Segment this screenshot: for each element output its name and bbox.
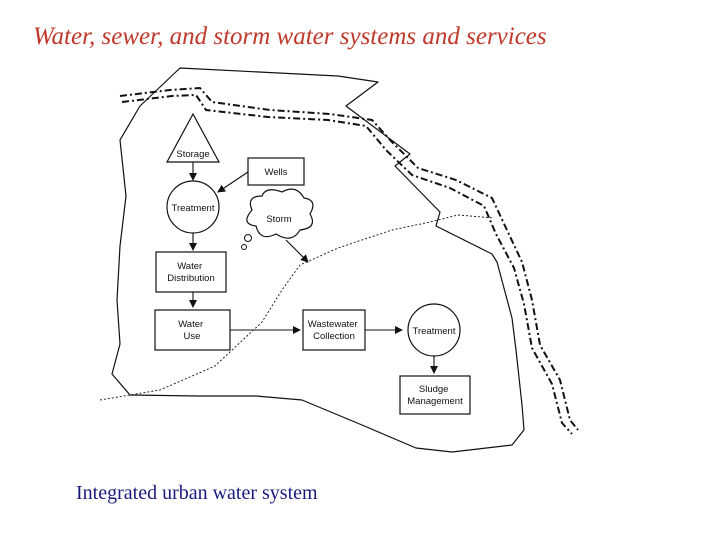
sludge-management-label-line2: Management	[407, 396, 463, 407]
storage-label: Storage	[176, 149, 209, 160]
wastewater-treatment-label: Treatment	[413, 326, 456, 337]
water-distribution-node	[155, 251, 227, 293]
diagram-caption: Integrated urban water system	[76, 482, 318, 504]
arrow-storm-to-city	[285, 239, 309, 263]
watershed-line	[99, 214, 495, 401]
storm-cloud	[246, 188, 314, 239]
wastewater-collection-label-line2: Collection	[313, 331, 355, 342]
water-distribution-label-line1: Water	[177, 261, 202, 272]
sludge-management-node	[399, 375, 471, 415]
wastewater-collection-label-line1: Wastewater	[308, 319, 358, 330]
sludge-management-label-line1: Sludge	[419, 384, 449, 395]
wells-label: Wells	[264, 167, 287, 178]
slide-title: Water, sewer, and storm water systems an…	[33, 23, 547, 50]
storm-bubble-large	[244, 234, 252, 242]
wastewater-treatment-node	[407, 303, 461, 357]
storm-label: Storm	[266, 214, 291, 225]
water-treatment-label: Treatment	[172, 203, 215, 214]
storm-bubble-small	[241, 244, 247, 250]
water-use-node	[154, 309, 231, 351]
wastewater-collection-node	[302, 309, 366, 351]
wastewater-collection-label: Wastewater Collection	[308, 319, 360, 342]
river	[119, 86, 579, 435]
arrow-wells-to-treatment	[217, 171, 249, 193]
storage-node	[165, 112, 221, 163]
water-use-label-line2: Use	[184, 331, 201, 342]
water-distribution-label: Water Distribution	[167, 261, 215, 284]
water-treatment-node	[166, 180, 220, 234]
water-distribution-label-line2: Distribution	[167, 273, 215, 284]
sludge-management-label: Sludge Management	[407, 384, 463, 407]
water-use-label-line1: Water	[178, 319, 203, 330]
city-boundary	[111, 67, 525, 453]
wells-node	[247, 157, 305, 186]
water-use-label: Water Use	[178, 319, 206, 342]
